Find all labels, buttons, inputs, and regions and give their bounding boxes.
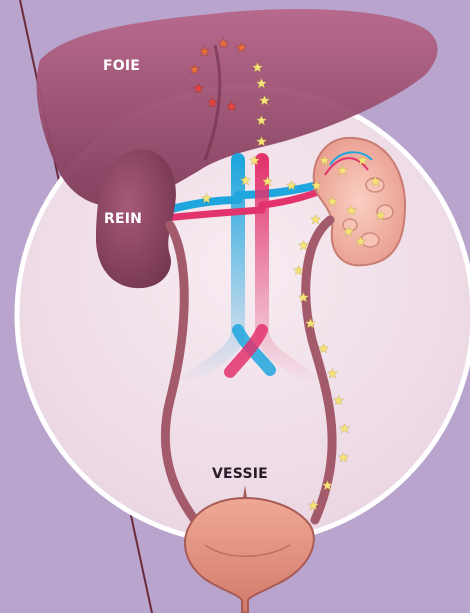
liver-label: FOIE (103, 58, 140, 74)
kidney-label: REIN (104, 211, 142, 227)
bladder-label: VESSIE (212, 466, 268, 482)
